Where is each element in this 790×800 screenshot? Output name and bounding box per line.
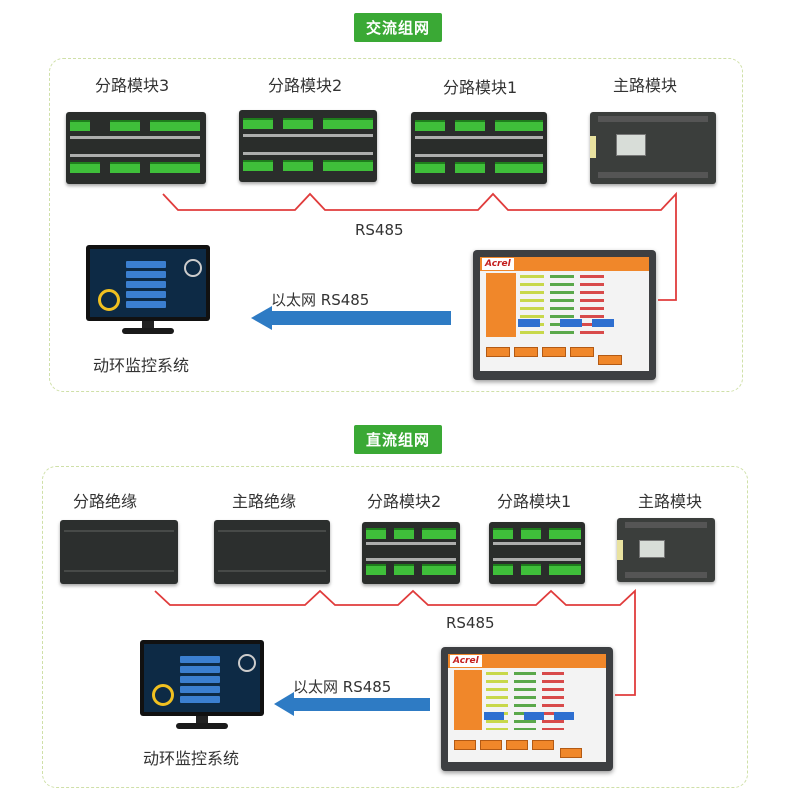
dc-label-main-module: 主路模块 xyxy=(638,492,703,511)
ac-label-branch-module-1: 分路模块1 xyxy=(443,78,518,97)
dc-section-title: 直流组网 xyxy=(354,425,443,454)
dc-branch-insulation-device xyxy=(60,520,178,584)
dc-main-insulation-device xyxy=(214,520,330,584)
dc-label-main-insulation: 主路绝缘 xyxy=(232,492,297,511)
dc-branch-module-2-device xyxy=(362,522,460,584)
ac-touch-panel-logo: Acrel xyxy=(482,258,514,270)
ac-touch-panel: Acrel xyxy=(473,250,656,380)
ac-branch-module-2-device xyxy=(239,110,377,182)
dc-touch-panel-logo: Acrel xyxy=(450,655,482,667)
ac-label-branch-module-3: 分路模块3 xyxy=(95,76,170,95)
dc-monitoring-system-label: 动环监控系统 xyxy=(143,749,240,768)
dc-main-module-device xyxy=(617,518,715,582)
ac-branch-module-3-device xyxy=(66,112,206,184)
ac-branch-module-1-device xyxy=(411,112,547,184)
dc-rs485-label: RS485 xyxy=(446,614,495,632)
ac-label-main-module: 主路模块 xyxy=(613,76,678,95)
ac-monitoring-system-monitor xyxy=(86,245,210,337)
ac-monitoring-system-label: 动环监控系统 xyxy=(93,356,190,375)
dc-label-branch-module-1: 分路模块1 xyxy=(497,492,572,511)
ac-label-branch-module-2: 分路模块2 xyxy=(268,76,343,95)
dc-rs485-bus-line xyxy=(154,588,636,696)
dc-branch-module-1-device xyxy=(489,522,585,584)
dc-label-branch-insulation: 分路绝缘 xyxy=(73,492,138,511)
dc-label-branch-module-2: 分路模块2 xyxy=(367,492,442,511)
ac-panel xyxy=(49,58,743,392)
ac-section-title: 交流组网 xyxy=(354,13,443,42)
ac-rs485-label: RS485 xyxy=(355,221,404,239)
dc-monitoring-system-monitor xyxy=(140,640,264,732)
dc-ethernet-arrow xyxy=(274,692,294,716)
ac-ethernet-arrow xyxy=(251,306,272,330)
ac-ethernet-rs485-label: 以太网 RS485 xyxy=(271,291,370,309)
ac-rs485-bus-line xyxy=(162,191,677,301)
dc-touch-panel: Acrel xyxy=(441,647,613,771)
dc-ethernet-rs485-label: 以太网 RS485 xyxy=(293,678,392,696)
ac-main-module-device xyxy=(590,112,716,184)
dc-panel xyxy=(42,466,748,788)
